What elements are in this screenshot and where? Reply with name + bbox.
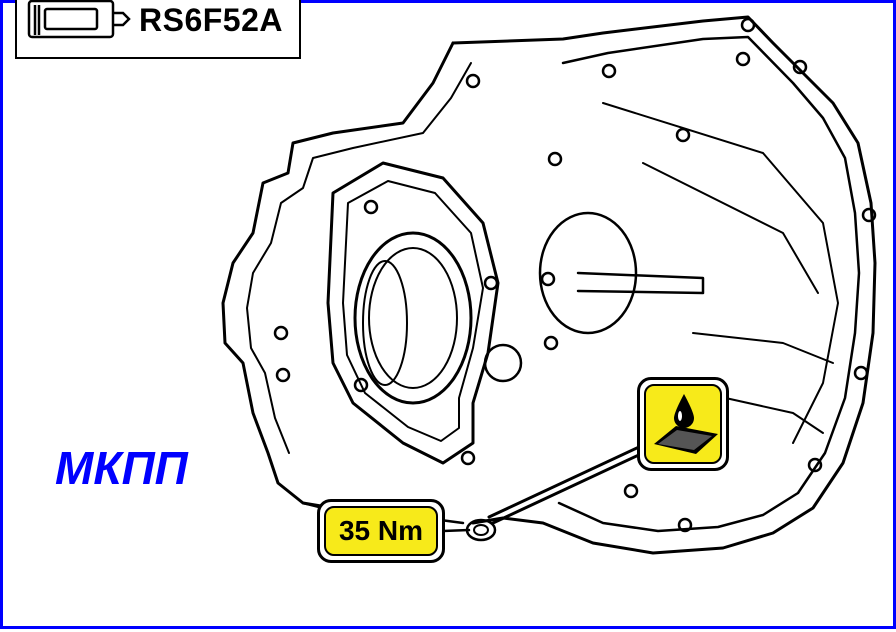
transmission-icon bbox=[27, 0, 131, 39]
sealant-badge-fill bbox=[644, 384, 722, 464]
gearbox-housing-drawing bbox=[221, 15, 877, 555]
sealant-badge bbox=[637, 377, 729, 471]
torque-badge-fill: 35 Nm bbox=[324, 506, 438, 556]
model-code: RS6F52A bbox=[139, 2, 283, 38]
torque-value: 35 Nm bbox=[338, 515, 424, 546]
torque-badge: 35 Nm bbox=[317, 499, 445, 563]
sealant-drop-icon bbox=[654, 394, 718, 454]
model-header-box: RS6F52A bbox=[15, 0, 301, 59]
transmission-label: МКПП bbox=[55, 442, 188, 494]
